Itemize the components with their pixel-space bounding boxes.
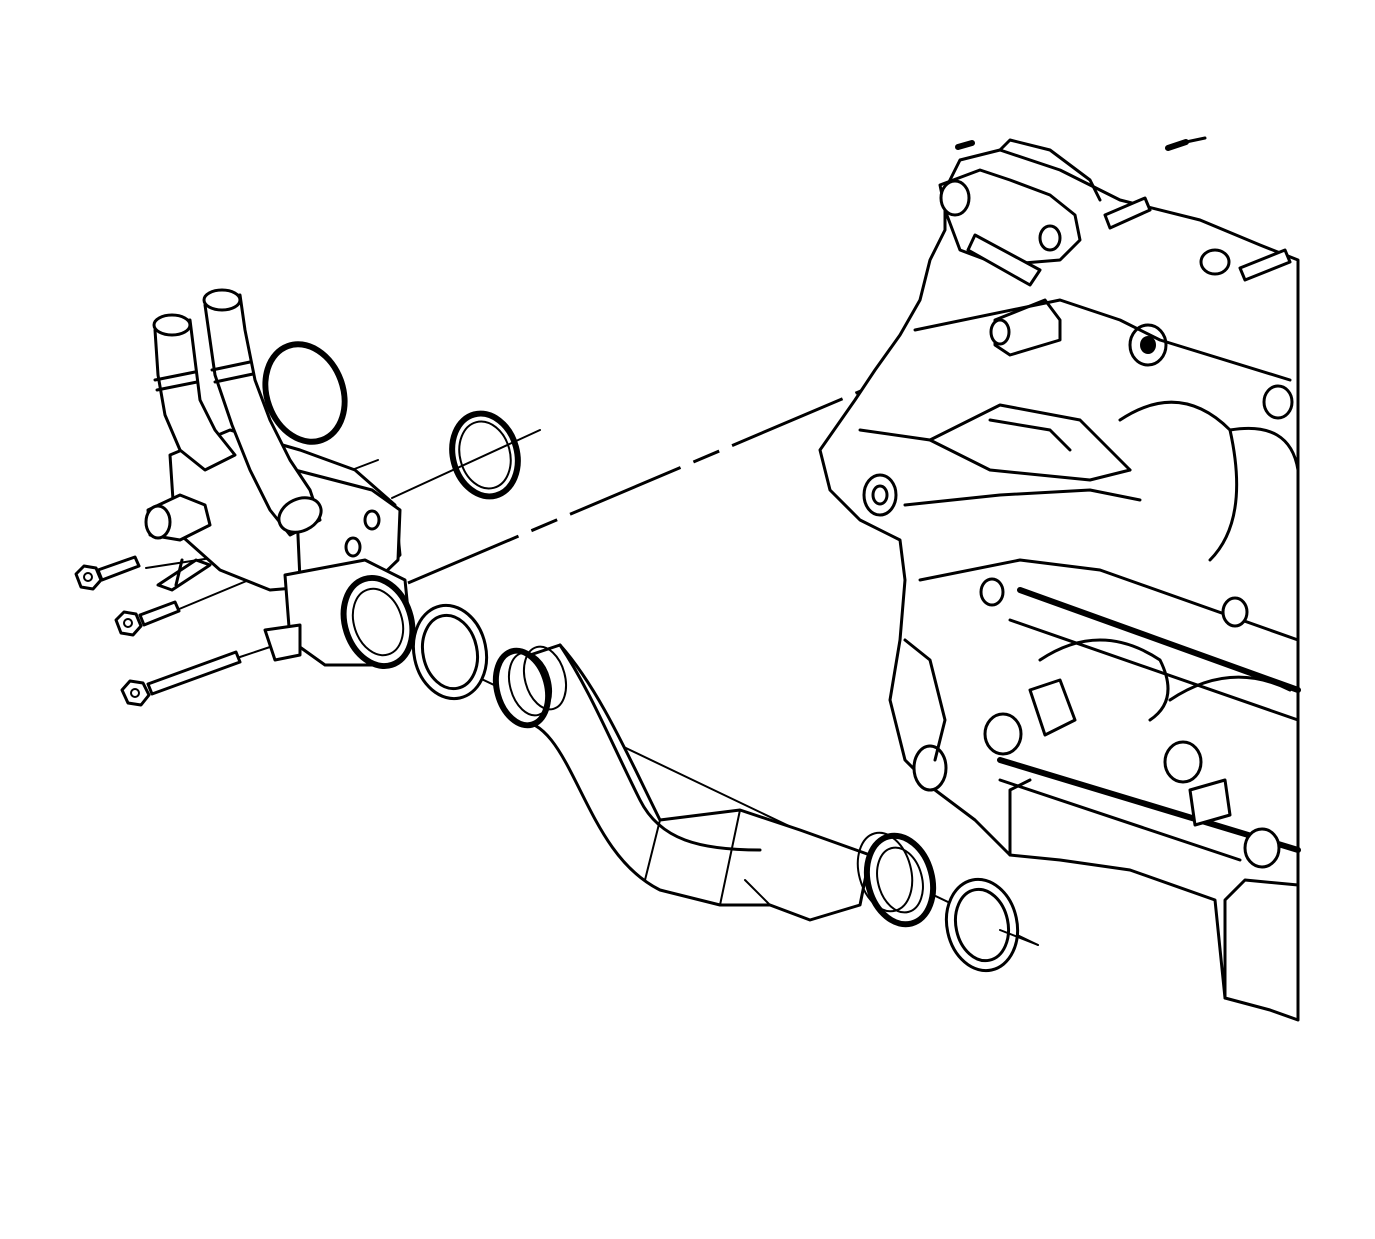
engine-boss-1-center: [1140, 336, 1156, 354]
housing-rear-outlet-rim: [262, 341, 348, 445]
stud-top-left: [955, 140, 975, 150]
wire-clip-tab: [174, 558, 184, 587]
stud-line: [1184, 136, 1207, 144]
housing-foot: [263, 623, 302, 662]
bolt-2-shank: [138, 600, 181, 627]
dowel-pin-2: [1238, 248, 1292, 282]
engine-rib-3: [903, 488, 1142, 507]
hose-crease-2: [719, 809, 741, 906]
housing-pipe-right-bead-2: [213, 372, 255, 384]
engine-rib-1: [913, 298, 1292, 382]
bolt-2: [114, 600, 181, 637]
housing-seal-ring: [449, 410, 521, 500]
housing-flange-hole-2: [344, 536, 362, 558]
engine-bore-4: [1168, 675, 1292, 702]
engine-plug-3: [1243, 827, 1281, 869]
dowel-pin-1: [1103, 196, 1152, 230]
engine-mid-boss: [979, 577, 1005, 607]
bolts: [74, 555, 271, 707]
hose-seal-2-alignment: [999, 929, 1039, 946]
bolt-1: [74, 555, 141, 591]
stud-top-right: [1165, 139, 1189, 151]
bracket-hole-left: [939, 179, 971, 217]
engine-block: [818, 136, 1301, 1022]
wire-clip: [156, 558, 212, 592]
engine-sensor-2: [1188, 778, 1232, 827]
hose-crease-1: [644, 819, 661, 881]
engine-block-outline: [818, 148, 1300, 1022]
sensor-port-top: [1199, 248, 1231, 276]
engine-web-detail: [988, 418, 1072, 452]
hose-end-2-bead: [856, 831, 914, 913]
bracket-slot: [966, 233, 1042, 287]
engine-rail-4: [998, 778, 1242, 862]
engine-lower-boss: [912, 744, 948, 792]
engine-lower-flange: [1008, 778, 1032, 857]
hose-seal-1: [411, 603, 489, 701]
housing-seal: [449, 410, 521, 500]
hose-end-2-inner: [876, 846, 924, 914]
hose-end-2-rim: [863, 832, 937, 928]
engine-coolant-outlet-boss: [993, 298, 1062, 357]
housing-seal-inner: [458, 420, 512, 490]
housing-pipe-left-bead: [153, 370, 197, 382]
housing-outlet-inner: [351, 587, 405, 657]
bracket-hole-right: [1038, 224, 1062, 252]
bolt-2-head: [114, 610, 143, 637]
bolt-1-center: [83, 572, 93, 582]
hose-seal-2-inner: [953, 887, 1011, 963]
bolt-3-center: [130, 688, 140, 698]
engine-mid-boss-2: [1221, 596, 1249, 628]
bolt-3-alignment: [239, 646, 271, 658]
housing-outlet-rim: [340, 575, 416, 669]
bolt-2-center: [123, 618, 133, 628]
engine-plug-2: [1163, 740, 1203, 784]
hose-body: [513, 643, 872, 922]
housing-pipe-left-end: [152, 313, 192, 337]
hose-upper-contour: [558, 643, 762, 852]
bolt-1-head: [74, 564, 103, 591]
engine-top-edge: [998, 138, 1102, 202]
engine-rib-4: [918, 558, 1300, 642]
housing-flange-hole-1: [363, 509, 381, 531]
engine-bore-2: [1228, 426, 1300, 472]
bolt-1-shank: [96, 555, 141, 582]
engine-rail-1: [1017, 587, 1301, 693]
engine-sensor-1: [1028, 678, 1077, 737]
housing-pipe-right-bead: [210, 360, 252, 372]
hose-end-1-rim: [492, 647, 552, 729]
engine-boss-2: [1262, 384, 1294, 420]
housing-pipe-left: [153, 318, 237, 472]
housing-pipe-right-end: [202, 288, 242, 312]
engine-web-plate: [928, 403, 1132, 482]
bolt-3-shank: [146, 650, 242, 696]
hose-seal-2: [944, 877, 1039, 973]
engine-plug-1: [983, 712, 1023, 756]
housing-side-nipple-end: [144, 504, 172, 540]
bolt-3: [120, 646, 271, 707]
thermostat-housing: [144, 288, 416, 669]
engine-oil-pan-edge: [1223, 878, 1300, 1000]
housing-pipe-right-collar: [277, 496, 323, 534]
bolt-3-head: [120, 679, 151, 707]
hose-end-1-bead: [507, 651, 553, 717]
hose-seal-1-inner: [420, 613, 480, 691]
housing-pipe-left-bead-2: [155, 380, 199, 392]
engine-bore-3: [1038, 638, 1170, 722]
engine-left-boss-hole: [871, 484, 889, 506]
hose-crease-3: [744, 879, 771, 906]
engine-coolant-outlet-hole: [989, 318, 1011, 346]
hose-end-1-bead-2: [522, 645, 568, 711]
engine-left-rib: [903, 638, 947, 762]
coolant-hose: [492, 643, 937, 928]
engine-rail-2: [1008, 618, 1300, 722]
